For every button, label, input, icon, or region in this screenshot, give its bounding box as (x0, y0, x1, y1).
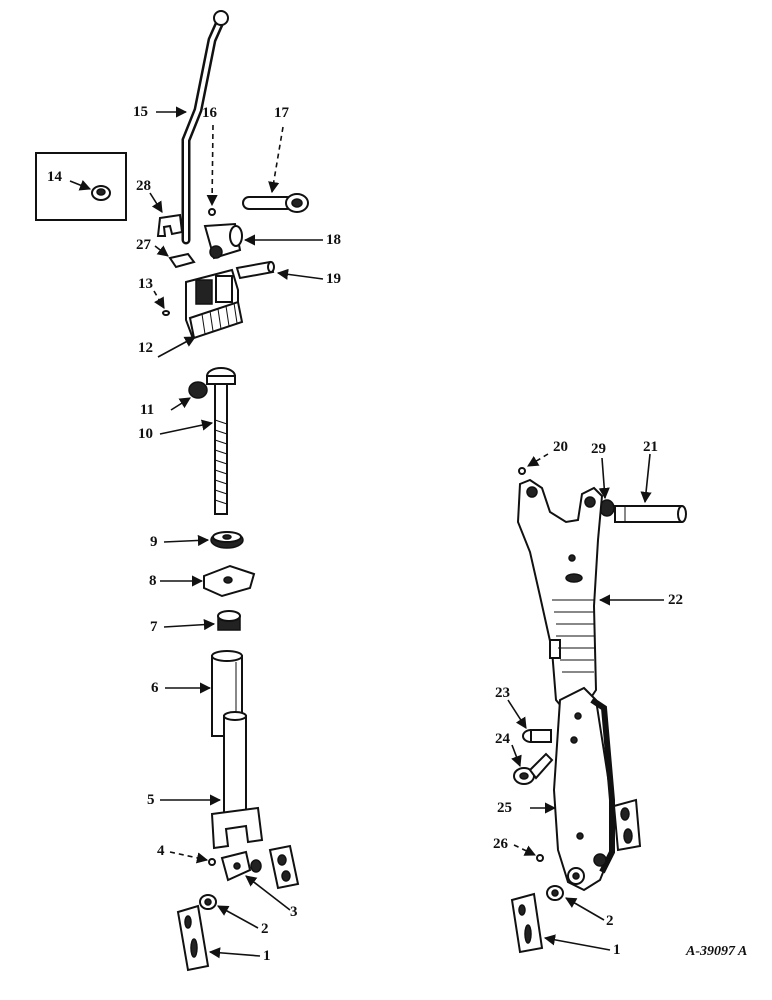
callout-29: 29 (591, 441, 606, 457)
callout-23: 23 (495, 685, 510, 701)
callout-1-left: 1 (263, 948, 271, 964)
link-plate-right-upper (612, 798, 642, 852)
part-9-washer (163, 531, 244, 549)
part-28-clip (149, 192, 184, 237)
callout-5: 5 (147, 792, 155, 808)
callout-13: 13 (138, 276, 153, 292)
part-17-pin (242, 126, 309, 213)
part-16-pin (206, 124, 218, 216)
callout-21: 21 (643, 439, 658, 455)
part-19-pin (235, 260, 324, 280)
part-2-bushing-left (199, 894, 259, 929)
part-5-yoke (160, 711, 264, 850)
callout-9: 9 (150, 534, 158, 550)
callout-4: 4 (157, 843, 165, 859)
part-24-pin (511, 744, 554, 785)
inset-box (35, 152, 127, 221)
callout-22: 22 (668, 592, 683, 608)
part-29-nut (598, 457, 615, 517)
callout-2-right: 2 (606, 913, 614, 929)
callout-27: 27 (136, 237, 151, 253)
part-21-pin (614, 453, 687, 523)
part-12-housing (157, 268, 244, 358)
figure-id: A-39097 A (686, 944, 748, 959)
part-10-bolt (159, 367, 236, 515)
callout-1-right: 1 (613, 942, 621, 958)
part-25-link (530, 686, 615, 892)
callout-6: 6 (151, 680, 159, 696)
part-7-spacer (163, 610, 241, 631)
part-11-nut (170, 381, 208, 411)
callout-10: 10 (138, 426, 153, 442)
callout-7: 7 (150, 619, 158, 635)
callout-12: 12 (138, 340, 153, 356)
part-3-block (220, 850, 291, 911)
part-26-pin (513, 844, 544, 862)
callout-28: 28 (136, 178, 151, 194)
callout-18: 18 (326, 232, 341, 248)
part-2-bushing-right (546, 885, 605, 921)
part-18-sleeve (203, 222, 323, 260)
callout-11: 11 (140, 402, 155, 418)
part-13-pin (153, 290, 170, 316)
callout-26: 26 (493, 836, 508, 852)
part-27-block (154, 245, 196, 269)
part-23-bolt (507, 699, 552, 743)
callout-16: 16 (202, 105, 217, 121)
part-20-pin (518, 453, 549, 475)
callout-3: 3 (290, 904, 298, 920)
link-plate-left-upper (268, 844, 300, 890)
callout-19: 19 (326, 271, 341, 287)
part-8-plate (160, 564, 256, 598)
part-1-link-left (176, 904, 261, 972)
callout-14: 14 (47, 169, 62, 185)
callout-15: 15 (133, 104, 148, 120)
part-4-pin (169, 851, 216, 866)
callout-20: 20 (553, 439, 568, 455)
callout-25: 25 (497, 800, 512, 816)
callout-24: 24 (495, 731, 510, 747)
part-1-link-right (510, 892, 611, 954)
callout-2-left: 2 (261, 921, 269, 937)
callout-8: 8 (149, 573, 157, 589)
nut-right (593, 853, 607, 867)
part-15-shift-lever (156, 10, 229, 245)
callout-17: 17 (274, 105, 289, 121)
